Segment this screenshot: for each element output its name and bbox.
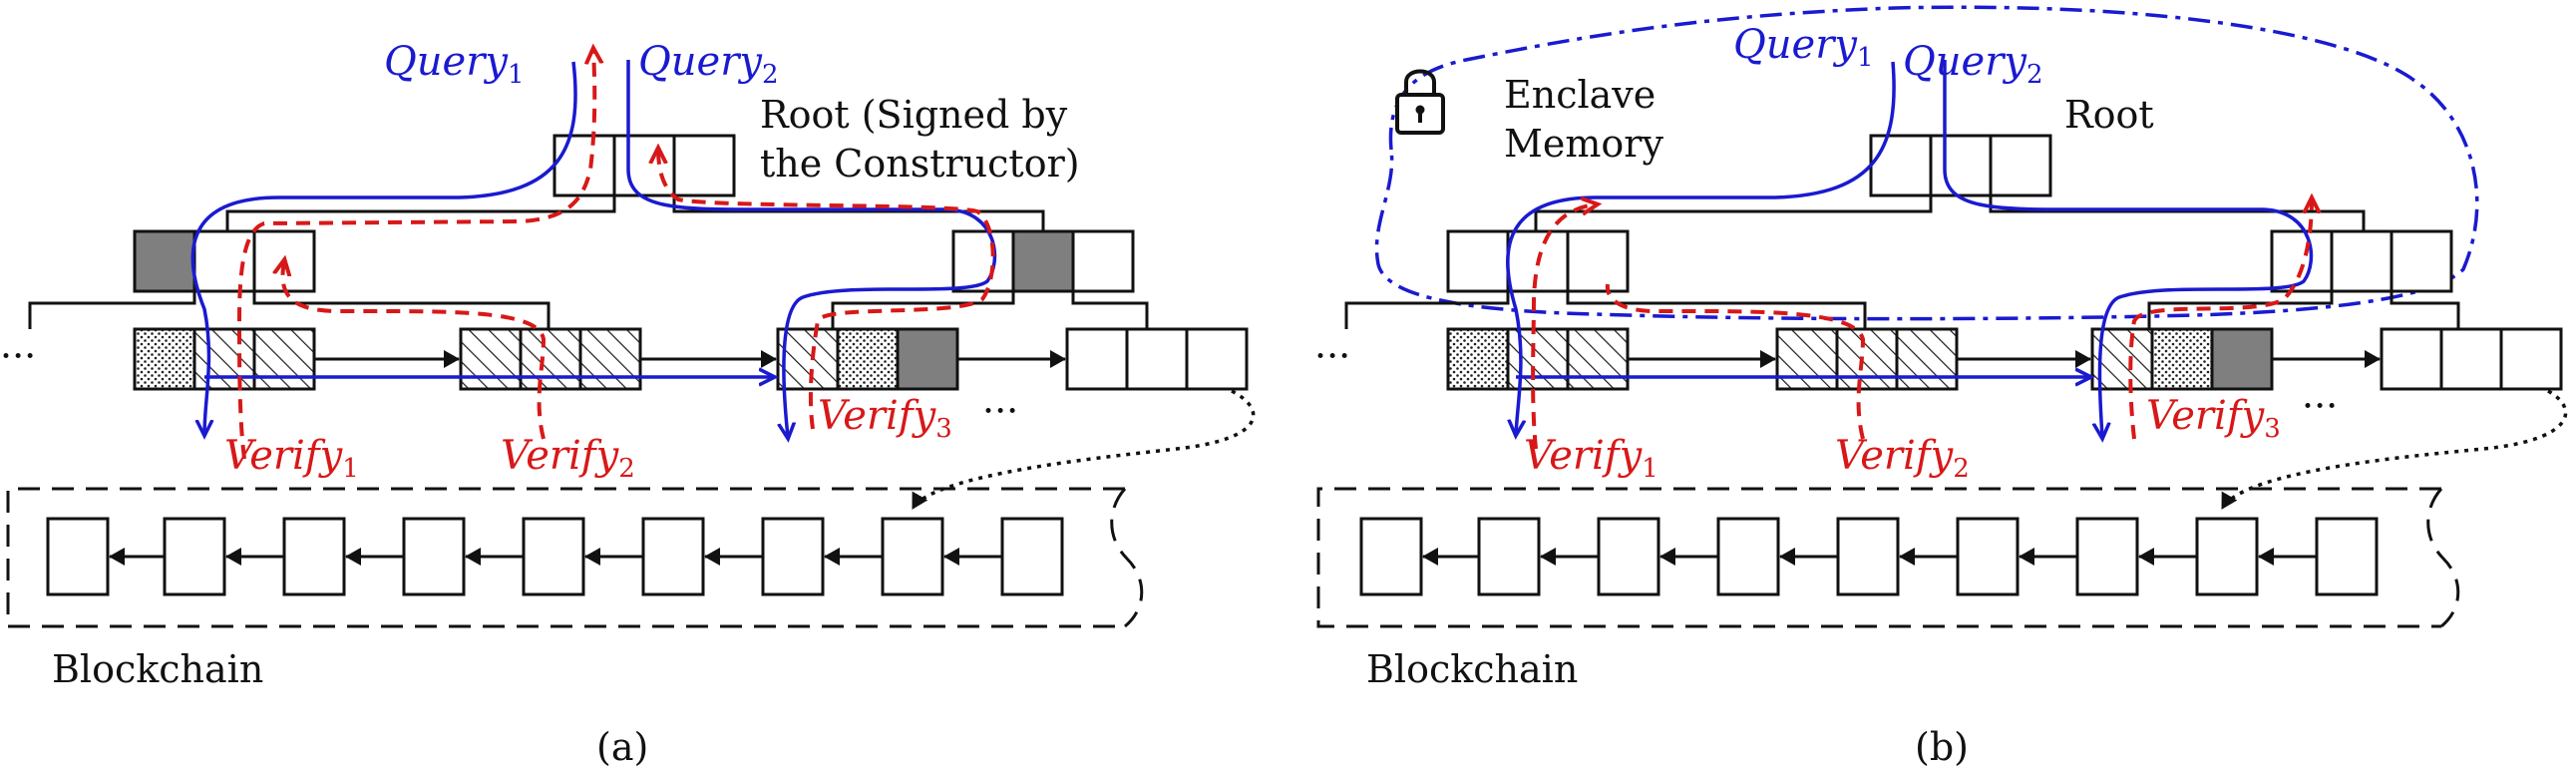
panel-b: Enclave Memory Root: [1314, 5, 2568, 769]
block: [1359, 517, 1423, 596]
block: [881, 517, 944, 596]
block: [1956, 517, 2020, 596]
tree-edge: [2147, 291, 2334, 329]
verify-1-label: Verify1: [1524, 433, 1658, 484]
ellipsis-right: ···: [2302, 384, 2338, 428]
query-1-label: Query1: [384, 39, 525, 90]
block: [1836, 517, 1900, 596]
block: [46, 517, 110, 596]
block: [2075, 517, 2139, 596]
blockchain-blocks: [1359, 517, 2379, 596]
block: [761, 517, 825, 596]
block: [1597, 517, 1660, 596]
query-2-label: Query2: [1903, 39, 2043, 90]
enclave-label-line2: Memory: [1504, 122, 1663, 166]
block: [1000, 517, 1064, 596]
verify-1-path: [1531, 204, 1596, 450]
anchor-link: [2220, 389, 2568, 510]
verify-2-path: [1605, 283, 1866, 440]
block: [2195, 517, 2259, 596]
ellipsis-right: ···: [982, 389, 1018, 433]
root-node: [552, 134, 736, 197]
lock-icon: [1395, 69, 1445, 135]
root-label: Root: [2064, 93, 2154, 137]
leaf-node-2: [1775, 327, 1959, 391]
block: [1716, 517, 1780, 596]
panel-a: Root (Signed by the Constructor): [0, 39, 1256, 769]
query-2-path: [626, 60, 997, 437]
blockchain-label: Blockchain: [1366, 647, 1578, 691]
tree-edge: [2390, 291, 2460, 329]
block: [163, 517, 226, 596]
verify-2-label: Verify2: [1835, 433, 1970, 484]
tree-edge: [225, 195, 616, 231]
leaf-node-4: [1065, 327, 1249, 391]
tree-edge: [1071, 291, 1149, 329]
block: [402, 517, 466, 596]
verify-3-label: Verify3: [818, 393, 952, 444]
root-node: [1869, 134, 2052, 197]
query-2-path: [1943, 60, 2314, 437]
tree-edge: [1989, 195, 2366, 231]
caption-a: (a): [596, 725, 648, 769]
blockchain-container: [6, 487, 1144, 628]
query-1-path: [190, 61, 577, 434]
internal-node-left: [133, 229, 316, 293]
verify-2-path: [283, 261, 547, 440]
enclave-boundary: [1374, 5, 2479, 321]
tree-edge: [1566, 291, 1867, 329]
verify-3-path: [658, 150, 995, 430]
enclave-label-line1: Enclave: [1504, 73, 1656, 117]
block: [522, 517, 585, 596]
leaf-node-3: [776, 327, 959, 391]
leaf-node-3: [2090, 327, 2274, 391]
blockchain-blocks: [46, 517, 1064, 596]
anchor-link: [911, 389, 1256, 511]
leaf-node-1: [1446, 327, 1630, 391]
tree-edge: [1534, 195, 1933, 231]
query-1-path: [1506, 61, 1896, 434]
verify-3-label: Verify3: [2146, 393, 2281, 444]
tree-edge: [252, 291, 551, 329]
root-label-line1: Root (Signed by: [760, 93, 1068, 137]
leaf-node-2: [459, 327, 642, 391]
leaf-node-4: [2380, 327, 2563, 391]
ellipsis-left: ···: [1314, 334, 1350, 378]
query-1-label: Query1: [1733, 22, 1874, 73]
root-label-line2: the Constructor): [760, 142, 1080, 186]
block: [282, 517, 346, 596]
block: [1477, 517, 1541, 596]
verify-1-path: [236, 50, 594, 460]
leaf-node-1: [133, 327, 316, 391]
verify-1-label: Verify1: [224, 433, 359, 484]
tree-edge: [28, 291, 196, 329]
tree-edge: [1344, 291, 1510, 329]
internal-node-right: [951, 229, 1135, 293]
block: [2315, 517, 2379, 596]
tree-edge: [672, 195, 1045, 231]
block: [641, 517, 705, 596]
blockchain-container: [1316, 487, 2460, 628]
blockchain-label: Blockchain: [52, 647, 263, 691]
caption-b: (b): [1915, 725, 1969, 769]
verify-2-label: Verify2: [501, 433, 635, 484]
query-2-label: Query2: [638, 39, 779, 90]
verify-3-path: [2128, 199, 2312, 440]
ellipsis-left: ···: [0, 334, 36, 378]
internal-node-right: [2270, 229, 2453, 293]
